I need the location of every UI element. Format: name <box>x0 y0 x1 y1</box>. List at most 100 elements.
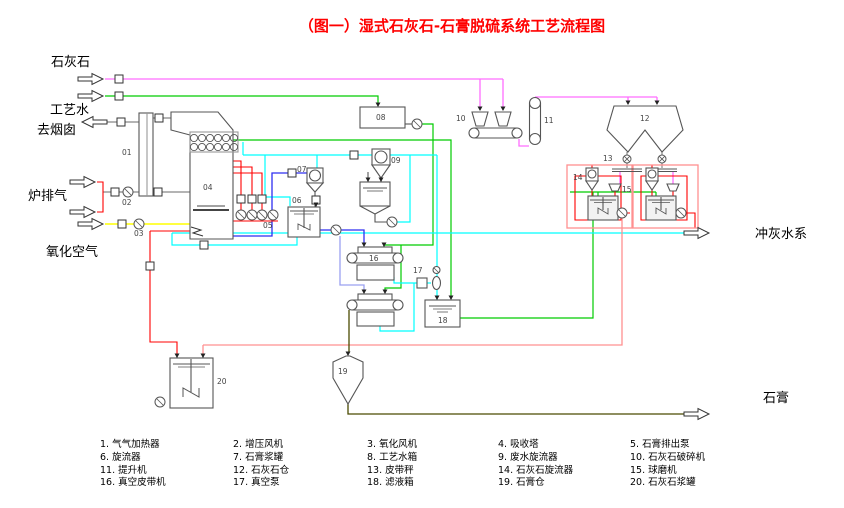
water-lines-cyan <box>171 142 684 332</box>
limestone-slurry-tank <box>169 356 214 409</box>
valve-icon <box>247 194 257 204</box>
arrowhead <box>448 295 454 300</box>
cyclone-07 <box>305 167 325 207</box>
valve-icon <box>114 74 124 84</box>
bucket-elevator <box>528 96 542 146</box>
legend-item-11: 11. 提升机 <box>100 464 147 476</box>
pump-icon <box>235 209 247 221</box>
equipment-number-09: 09 <box>391 156 401 165</box>
equipment-number-04: 04 <box>203 183 213 192</box>
valve-icon <box>117 219 127 229</box>
ash-flush-water-arrow <box>683 227 710 239</box>
equipment-number-15: 15 <box>622 185 632 194</box>
pump-icon <box>154 396 166 408</box>
gypsum-lines-olive <box>347 310 684 415</box>
arrowhead <box>382 289 388 294</box>
legend-item-20: 20. 石灰石浆罐 <box>630 476 696 488</box>
pump-icon <box>616 207 628 219</box>
arrowhead <box>365 177 371 182</box>
equipment-number-11: 11 <box>544 116 554 125</box>
label-ash-flush-water: 冲灰水系 <box>755 227 807 242</box>
legend: 1. 气气加热器 2. 增压风机 3. 氧化风机 4. 吸收塔 5. 石膏排出泵… <box>100 438 706 488</box>
legend-item-19: 19. 石膏仓 <box>498 476 545 488</box>
equipment-numbers: 01 02 03 04 05 06 07 08 09 10 11 12 13 1… <box>122 113 650 386</box>
arrowhead <box>174 353 180 358</box>
arrowhead <box>477 106 483 111</box>
salmon-lines <box>202 164 699 355</box>
mill-group-a <box>584 167 622 221</box>
equipment-number-18: 18 <box>438 316 448 325</box>
absorber-tower <box>170 111 239 240</box>
legend-item-9: 9. 废水旋流器 <box>498 451 558 463</box>
legend-item-1: 1. 气气加热器 <box>100 438 160 450</box>
inlet-arrowheads <box>174 100 660 358</box>
valve-icon <box>145 261 155 271</box>
equipment-number-02: 02 <box>122 198 132 207</box>
valve-icon <box>110 187 120 197</box>
valve-icon <box>154 113 164 123</box>
equipment-number-01: 01 <box>122 148 132 157</box>
process-water-in-arrow <box>77 90 104 102</box>
pump-icon <box>330 224 342 236</box>
legend-item-2: 2. 增压风机 <box>233 438 284 450</box>
slurry-vessel <box>359 181 391 223</box>
pump-icon <box>267 209 279 221</box>
equipment-number-07: 07 <box>297 165 307 174</box>
legend-item-17: 17. 真空泵 <box>233 476 280 488</box>
limestone-in-arrow <box>77 73 104 85</box>
pump-icon <box>411 118 423 130</box>
arrowhead <box>500 106 506 111</box>
arrowhead <box>361 242 367 247</box>
arrowhead <box>375 102 381 107</box>
process-water-tank <box>359 106 412 129</box>
legend-item-3: 3. 氧化风机 <box>367 438 418 450</box>
legend-item-18: 18. 滤液箱 <box>367 476 414 488</box>
belt-scales <box>612 168 677 173</box>
legend-item-7: 7. 石膏浆罐 <box>233 451 284 463</box>
tank-06 <box>287 204 321 238</box>
valve-icon <box>349 150 359 160</box>
label-gypsum: 石膏 <box>763 390 789 406</box>
legend-item-4: 4. 吸收塔 <box>498 438 539 450</box>
vacuum-pump <box>416 265 442 291</box>
valve-icon <box>199 240 209 250</box>
legend-item-12: 12. 石灰石仓 <box>233 464 290 476</box>
label-limestone: 石灰石 <box>51 55 90 70</box>
label-oxidation-air: 氧化空气 <box>46 244 98 260</box>
gypsum-silo <box>332 355 364 406</box>
gypsum-out-arrow <box>683 408 710 420</box>
arrowhead <box>378 177 384 182</box>
rotary-feeder-icon <box>657 154 667 164</box>
cyclone-09 <box>367 148 392 182</box>
label-to-chimney: 去烟囱 <box>37 123 76 138</box>
pump-icon <box>246 209 258 221</box>
equipment-number-19: 19 <box>338 367 348 376</box>
equipment-number-10: 10 <box>456 114 466 123</box>
arrowhead <box>200 353 206 358</box>
furnace-exhaust-arrow-1 <box>69 176 96 188</box>
label-process-water: 工艺水 <box>50 103 89 118</box>
valve-icon <box>287 168 297 178</box>
limestone-crusher-conveyor <box>468 111 523 139</box>
equipment-number-12: 12 <box>640 114 650 123</box>
arrowhead <box>345 351 351 356</box>
valve-icon <box>257 194 267 204</box>
vacuum-belt-2 <box>346 293 404 327</box>
mill-group-b <box>644 167 680 221</box>
furnace-exhaust-arrow-2 <box>69 206 96 218</box>
legend-item-8: 8. 工艺水箱 <box>367 451 417 463</box>
valve-icon <box>116 117 126 127</box>
label-furnace-exhaust: 炉排气 <box>28 188 67 204</box>
legend-item-16: 16. 真空皮带机 <box>100 476 166 488</box>
equipment-number-03: 03 <box>134 229 144 238</box>
arrowhead <box>361 289 367 294</box>
valve-icon <box>236 194 246 204</box>
rotary-feeder-icon <box>622 154 632 164</box>
io-labels: 石灰石 工艺水 去烟囱 炉排气 氧化空气 冲灰水系 石膏 <box>28 55 807 406</box>
legend-item-5: 5. 石膏排出泵 <box>630 438 690 450</box>
equipment-number-05: 05 <box>263 221 273 230</box>
valve-icon <box>153 187 163 197</box>
vacuum-belt-1 <box>346 246 404 281</box>
legend-item-15: 15. 球磨机 <box>630 464 677 476</box>
equipment-number-20: 20 <box>217 377 227 386</box>
